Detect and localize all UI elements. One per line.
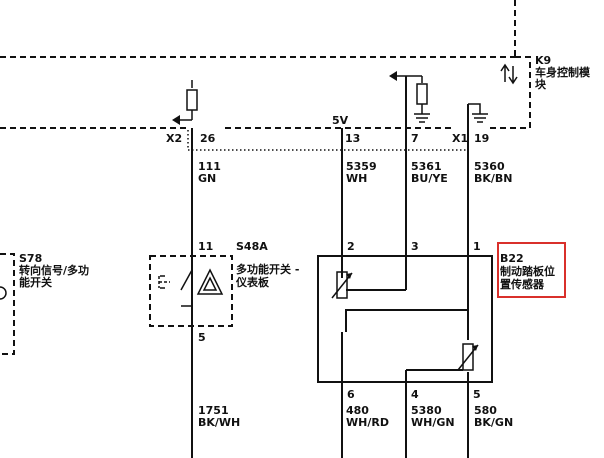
pin-13: 13: [345, 132, 360, 145]
pin-19: 19: [474, 132, 489, 145]
s78-name-line1: 转向信号/多功: [19, 263, 89, 277]
pin19-ground-icon: [468, 103, 488, 123]
s48a-name-line2: 仪表板: [235, 275, 270, 289]
s48a-id: S48A: [236, 240, 268, 253]
wire-circuit: 480: [346, 404, 369, 417]
pin-5-sensor: 5: [473, 388, 481, 401]
wire-circuit: 5360: [474, 160, 505, 173]
pin-1: 1: [473, 240, 481, 253]
pin-6: 6: [347, 388, 355, 401]
connector-x2: X2: [166, 132, 182, 145]
output-arrow-icon: [172, 115, 180, 125]
wire-circuit: 5359: [346, 160, 377, 173]
b22-sensor-body: [317, 255, 493, 383]
wire-color: WH: [346, 172, 367, 185]
b22-name-line2: 置传感器: [500, 277, 545, 291]
wire-color: GN: [198, 172, 216, 185]
s48a-name-line1: 多功能开关 -: [236, 262, 299, 276]
b22-highlight-box: [497, 242, 566, 298]
pin-4: 4: [411, 388, 419, 401]
hazard-triangle-icon: [196, 268, 224, 295]
pin-26: 26: [200, 132, 216, 145]
s48a-boundary: [149, 255, 233, 327]
pin7-resistor-circuit: [389, 71, 430, 123]
k9-module-boundary: [0, 0, 531, 129]
s78-id: S78: [19, 252, 42, 265]
pin-11: 11: [198, 240, 213, 253]
switch-contact-icon: [158, 269, 193, 307]
output-arrow-icon: [389, 71, 397, 81]
wire-circuit: 111: [198, 160, 221, 173]
wire-circuit: 5361: [411, 160, 442, 173]
k9-data-icon: [500, 63, 518, 85]
potentiometer-icon: [406, 343, 479, 371]
voltage-label: 5V: [332, 114, 349, 127]
potentiometer-icon: [331, 271, 353, 299]
s78-name-line2: 能开关: [19, 275, 52, 289]
wire-color: BK/GN: [474, 416, 513, 429]
pin26-resistor-circuit: [172, 80, 198, 125]
b22-name-line1: 制动踏板位: [500, 264, 555, 278]
pin-2: 2: [347, 240, 355, 253]
k9-id: K9: [535, 54, 551, 67]
k9-name-line1: 车身控制模: [535, 65, 591, 79]
k9-name-line2: 块: [535, 77, 547, 91]
wire-color: BK/WH: [198, 416, 240, 429]
s78-boundary: [0, 253, 15, 355]
wire-color: WH/GN: [411, 416, 455, 429]
connector-x1: X1: [452, 132, 468, 145]
wire-color: BU/YE: [411, 172, 448, 185]
wire-color: WH/RD: [346, 416, 389, 429]
pin-7: 7: [411, 132, 419, 145]
wire-color: BK/BN: [474, 172, 513, 185]
pin-5-switch: 5: [198, 331, 206, 344]
b22-id: B22: [500, 252, 524, 265]
b22-internal-traces: [345, 289, 469, 340]
wire-circuit: 5380: [411, 404, 442, 417]
pin-3: 3: [411, 240, 419, 253]
wire-circuit: 580: [474, 404, 497, 417]
wire-circuit: 1751: [198, 404, 229, 417]
